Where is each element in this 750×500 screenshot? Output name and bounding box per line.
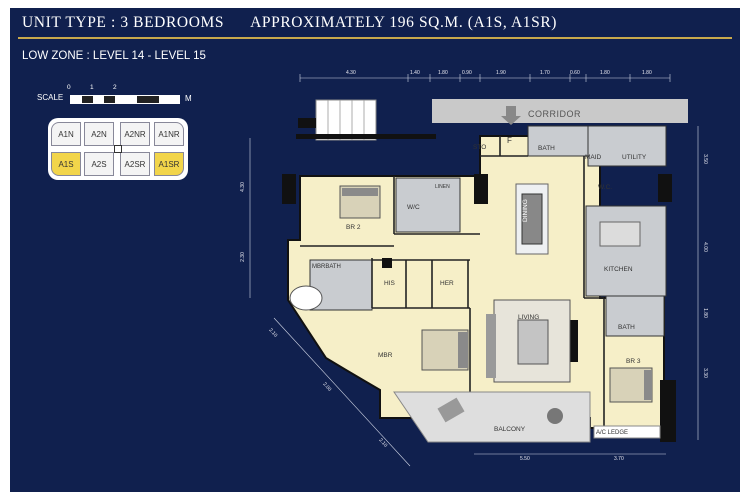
floor-plan-drawing [249, 74, 699, 467]
dim-bottom-1: 3.70 [614, 456, 624, 462]
room-bath-right: BATH [618, 324, 635, 331]
room-maid: MAID [585, 154, 602, 161]
room-bath-top: BATH [538, 145, 555, 152]
gold-divider [18, 37, 732, 39]
dim-right-2: 1.80 [701, 308, 708, 318]
balcony-table [547, 408, 563, 424]
kitchen-area [585, 205, 667, 297]
coffee-table [517, 319, 549, 365]
dim-bottom-0: 5.50 [520, 456, 530, 462]
sofa [486, 314, 496, 378]
scale-tick-0: 0 [67, 84, 71, 91]
entry-arrow-icon [501, 106, 521, 125]
dim-left-0: 4.30 [239, 182, 246, 192]
room-wc-small: W.C. [598, 184, 613, 191]
dim-left-1: 2.30 [239, 252, 246, 262]
br3-pillows [644, 370, 652, 400]
key-unit-a1nr: A1NR [154, 122, 184, 146]
dim-top-1: 1.40 [410, 70, 420, 76]
dim-top-8: 1.80 [642, 70, 652, 76]
dim-top-7: 1.80 [600, 70, 610, 76]
scale-bar [70, 95, 180, 104]
room-sto: STO [473, 144, 487, 151]
room-living: LIVING [518, 314, 540, 321]
dining-table [521, 193, 543, 245]
balcony-area [393, 391, 591, 443]
balcony-chair [437, 397, 465, 423]
room-br2: BR 2 [346, 224, 361, 231]
key-unit-a2sr: A2SR [120, 152, 150, 176]
key-unit-a2n: A2N [84, 122, 114, 146]
room-kitchen: KITCHEN [604, 266, 633, 273]
dim-top-2: 1.80 [438, 70, 448, 76]
stair-block [315, 99, 377, 141]
key-plan: A1N A2N A2NR A1NR A1S A2S A2SR A1SR [48, 118, 188, 180]
dim-right-0: 3.50 [701, 154, 708, 164]
key-unit-a1n: A1N [51, 122, 81, 146]
key-unit-a1sr: A1SR [154, 152, 184, 176]
room-balcony: BALCONY [494, 426, 526, 433]
dim-top-6: 0.60 [570, 70, 580, 76]
room-corridor: CORRIDOR [528, 109, 581, 119]
room-wc: W/C [407, 204, 420, 211]
maid-utility-area [587, 125, 667, 167]
dim-right-3: 3.30 [701, 368, 708, 378]
scale-unit: M [185, 94, 192, 103]
room-ac-ledge: A/C LEDGE [596, 430, 629, 436]
key-unit-a1s: A1S [51, 152, 81, 176]
dim-top-0: 4.30 [346, 70, 356, 76]
room-br3: BR 3 [626, 358, 641, 365]
unit-size-title: APPROXIMATELY 196 SQ.M. (A1S, A1SR) [250, 14, 558, 31]
room-f: F [507, 136, 512, 145]
floor-plan-frame: UNIT TYPE : 3 BEDROOMS APPROXIMATELY 196 … [10, 8, 740, 492]
room-mbrbath: MBRBATH [312, 264, 341, 270]
dim-right-1: 4.00 [701, 242, 708, 252]
header-title: UNIT TYPE : 3 BEDROOMS APPROXIMATELY 196 … [22, 14, 557, 32]
key-unit-a2s: A2S [84, 152, 114, 176]
ac-ledge [593, 425, 661, 439]
bath-right-area [605, 295, 665, 337]
wc-area [395, 177, 461, 233]
room-utility: UTILITY [622, 154, 647, 161]
key-core-icon [114, 145, 122, 153]
bath-top-area [527, 125, 589, 157]
scale-tick-2: 2 [113, 84, 117, 91]
room-linen: LINEN [435, 184, 450, 190]
dim-top-3: 0.90 [462, 70, 472, 76]
room-his: HIS [384, 280, 395, 287]
scale-tick-1: 1 [90, 84, 94, 91]
unit-type-title: UNIT TYPE : 3 BEDROOMS [22, 14, 225, 31]
room-her: HER [440, 280, 454, 287]
room-dining: DINING [522, 199, 529, 222]
br2-pillows [342, 188, 378, 196]
dim-top-5: 1.70 [540, 70, 550, 76]
scale-label: SCALE [37, 93, 64, 102]
mbr-pillows [458, 332, 468, 368]
dim-top-4: 1.90 [496, 70, 506, 76]
corridor-band [432, 99, 688, 123]
room-mbr: MBR [378, 352, 393, 359]
kitchen-island [599, 221, 641, 247]
key-unit-a2nr: A2NR [120, 122, 150, 146]
zone-label: LOW ZONE : LEVEL 14 - LEVEL 15 [22, 50, 206, 62]
bathtub [289, 285, 323, 311]
